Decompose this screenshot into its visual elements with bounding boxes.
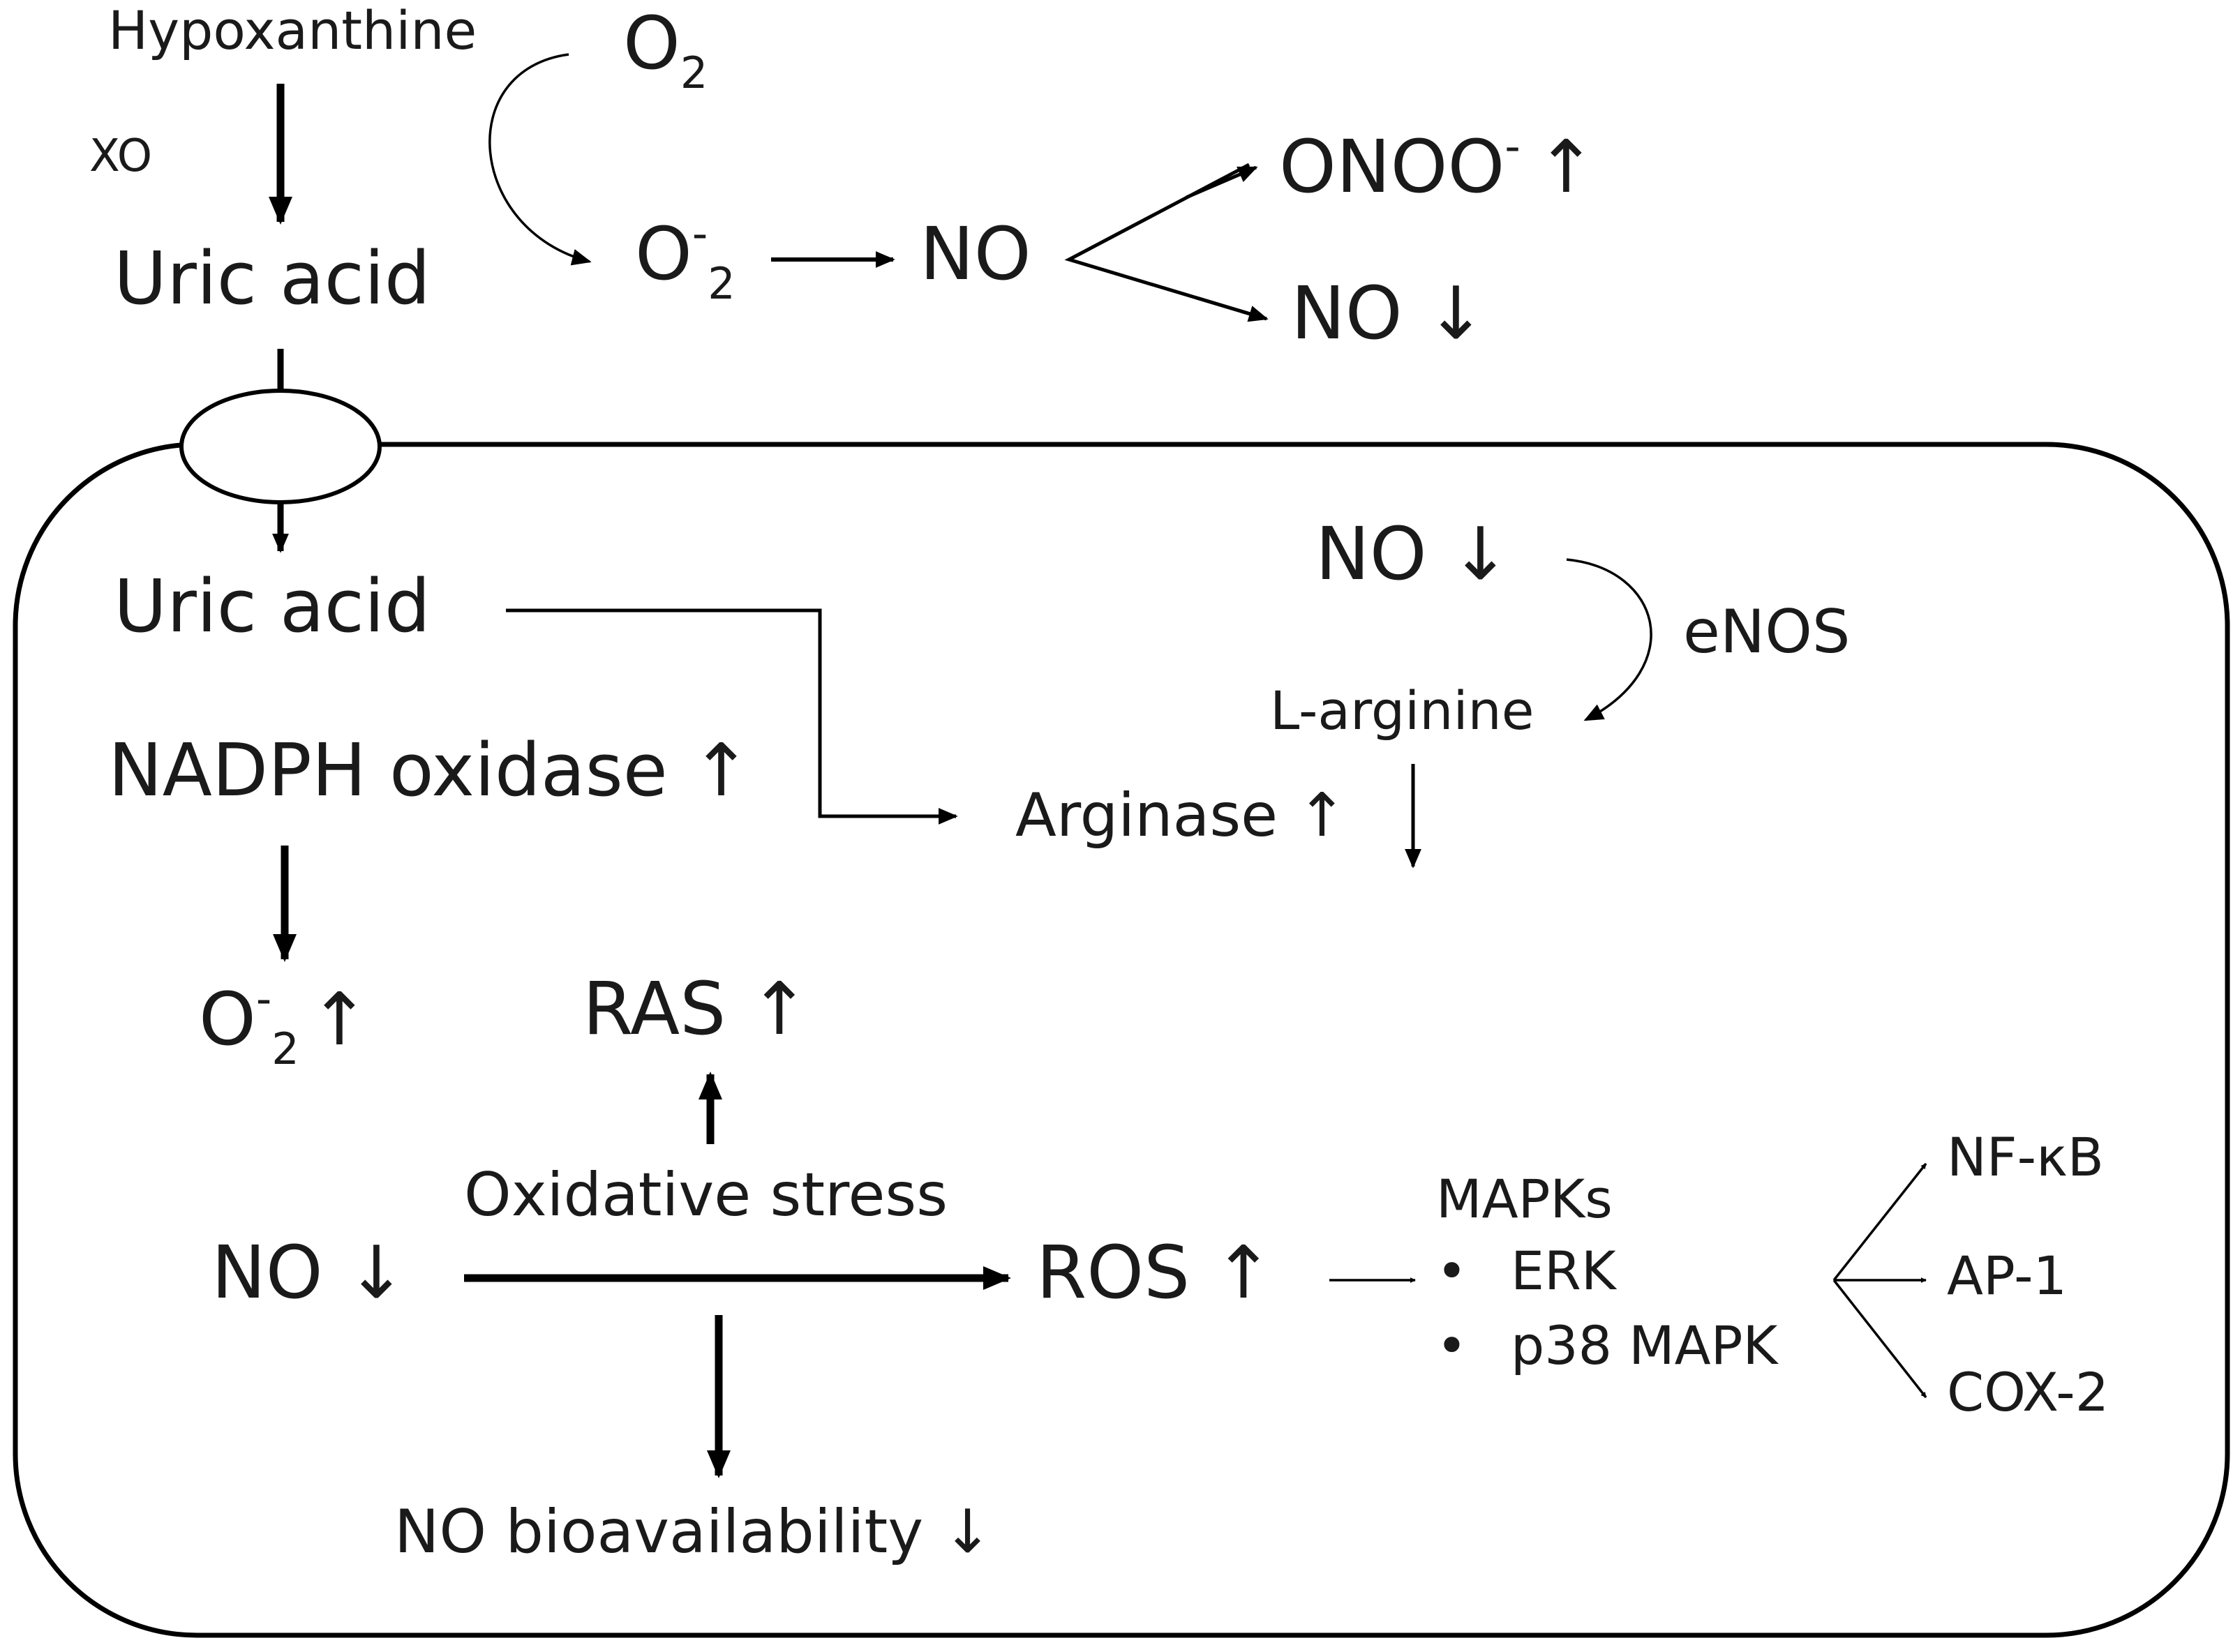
ras-label: RAS ↑ [583,966,809,1051]
ap1-label: AP-1 [1947,1245,2067,1307]
peroxynitrite-sup: - [1504,121,1520,172]
uric-acid-extracellular-label: Uric acid [114,236,431,321]
superoxide-up-base: O [199,977,256,1062]
superoxide-increased-label: O-2↑ [199,973,370,1074]
cox2-label: COX-2 [1947,1361,2109,1423]
nfkb-label: NF-κB [1947,1126,2104,1188]
mapks-bullet-p38: • [1436,1314,1467,1376]
superoxide-label: O-2 [635,208,735,309]
xo-label: XO [89,130,152,182]
cell-membrane [13,442,2230,1638]
mapks-title: MAPKs [1436,1168,1613,1230]
ros-label: ROS ↑ [1036,1230,1274,1315]
superoxide-up-arrow: ↑ [309,977,370,1062]
no-to-no-down-arrowhead [1196,296,1269,322]
arginase-label: Arginase ↑ [1015,781,1347,850]
no-decreased-extracellular-label: NO ↓ [1291,271,1486,356]
uric-acid-to-arginase-connector [506,608,958,825]
oxidative-stress-label: Oxidative stress [464,1160,948,1230]
uric-acid-intracellular-label: Uric acid [114,564,431,649]
superoxide-up-sup: - [256,973,271,1024]
oxygen-base: O [623,1,680,86]
peroxynitrite-arrow: ↑ [1536,124,1597,209]
peroxynitrite-label: ONOO-↑ [1279,121,1597,209]
superoxide-base: O [635,211,692,296]
l-arginine-label: L-arginine [1270,679,1534,742]
superoxide-up-sub: 2 [271,1023,299,1074]
no-to-onoo-arrowhead [1186,165,1258,200]
enos-conversion-curve [1566,558,1652,721]
mapks-to-nfkb-arrow [1832,1162,1927,1282]
no-branch-lines [1064,163,1262,320]
urate-transporter [179,389,382,504]
hypoxanthine-label: Hypoxanthine [108,0,477,61]
enos-label: eNOS [1683,597,1851,667]
no-decreased-label: NO ↓ [211,1230,407,1315]
nadph-oxidase-label: NADPH oxidase ↑ [108,728,752,813]
superoxide-sub: 2 [708,258,735,309]
peroxynitrite-base: ONOO [1279,124,1504,209]
oxygen-sub: 2 [680,47,708,98]
mapks-bullet-erk: • [1436,1240,1467,1302]
mapks-item-erk: ERK [1511,1240,1618,1302]
no-bioavailability-label: NO bioavailability ↓ [394,1497,993,1567]
oxygen-to-superoxide-curve [488,53,592,266]
no-decreased-enos-label: NO ↓ [1315,511,1511,596]
oxygen-label: O2 [623,1,708,98]
superoxide-sup: - [692,208,708,259]
no-extracellular-label: NO [920,211,1031,296]
mapks-item-p38: p38 MAPK [1511,1314,1779,1376]
mapks-to-cox2-arrow [1832,1279,1927,1399]
